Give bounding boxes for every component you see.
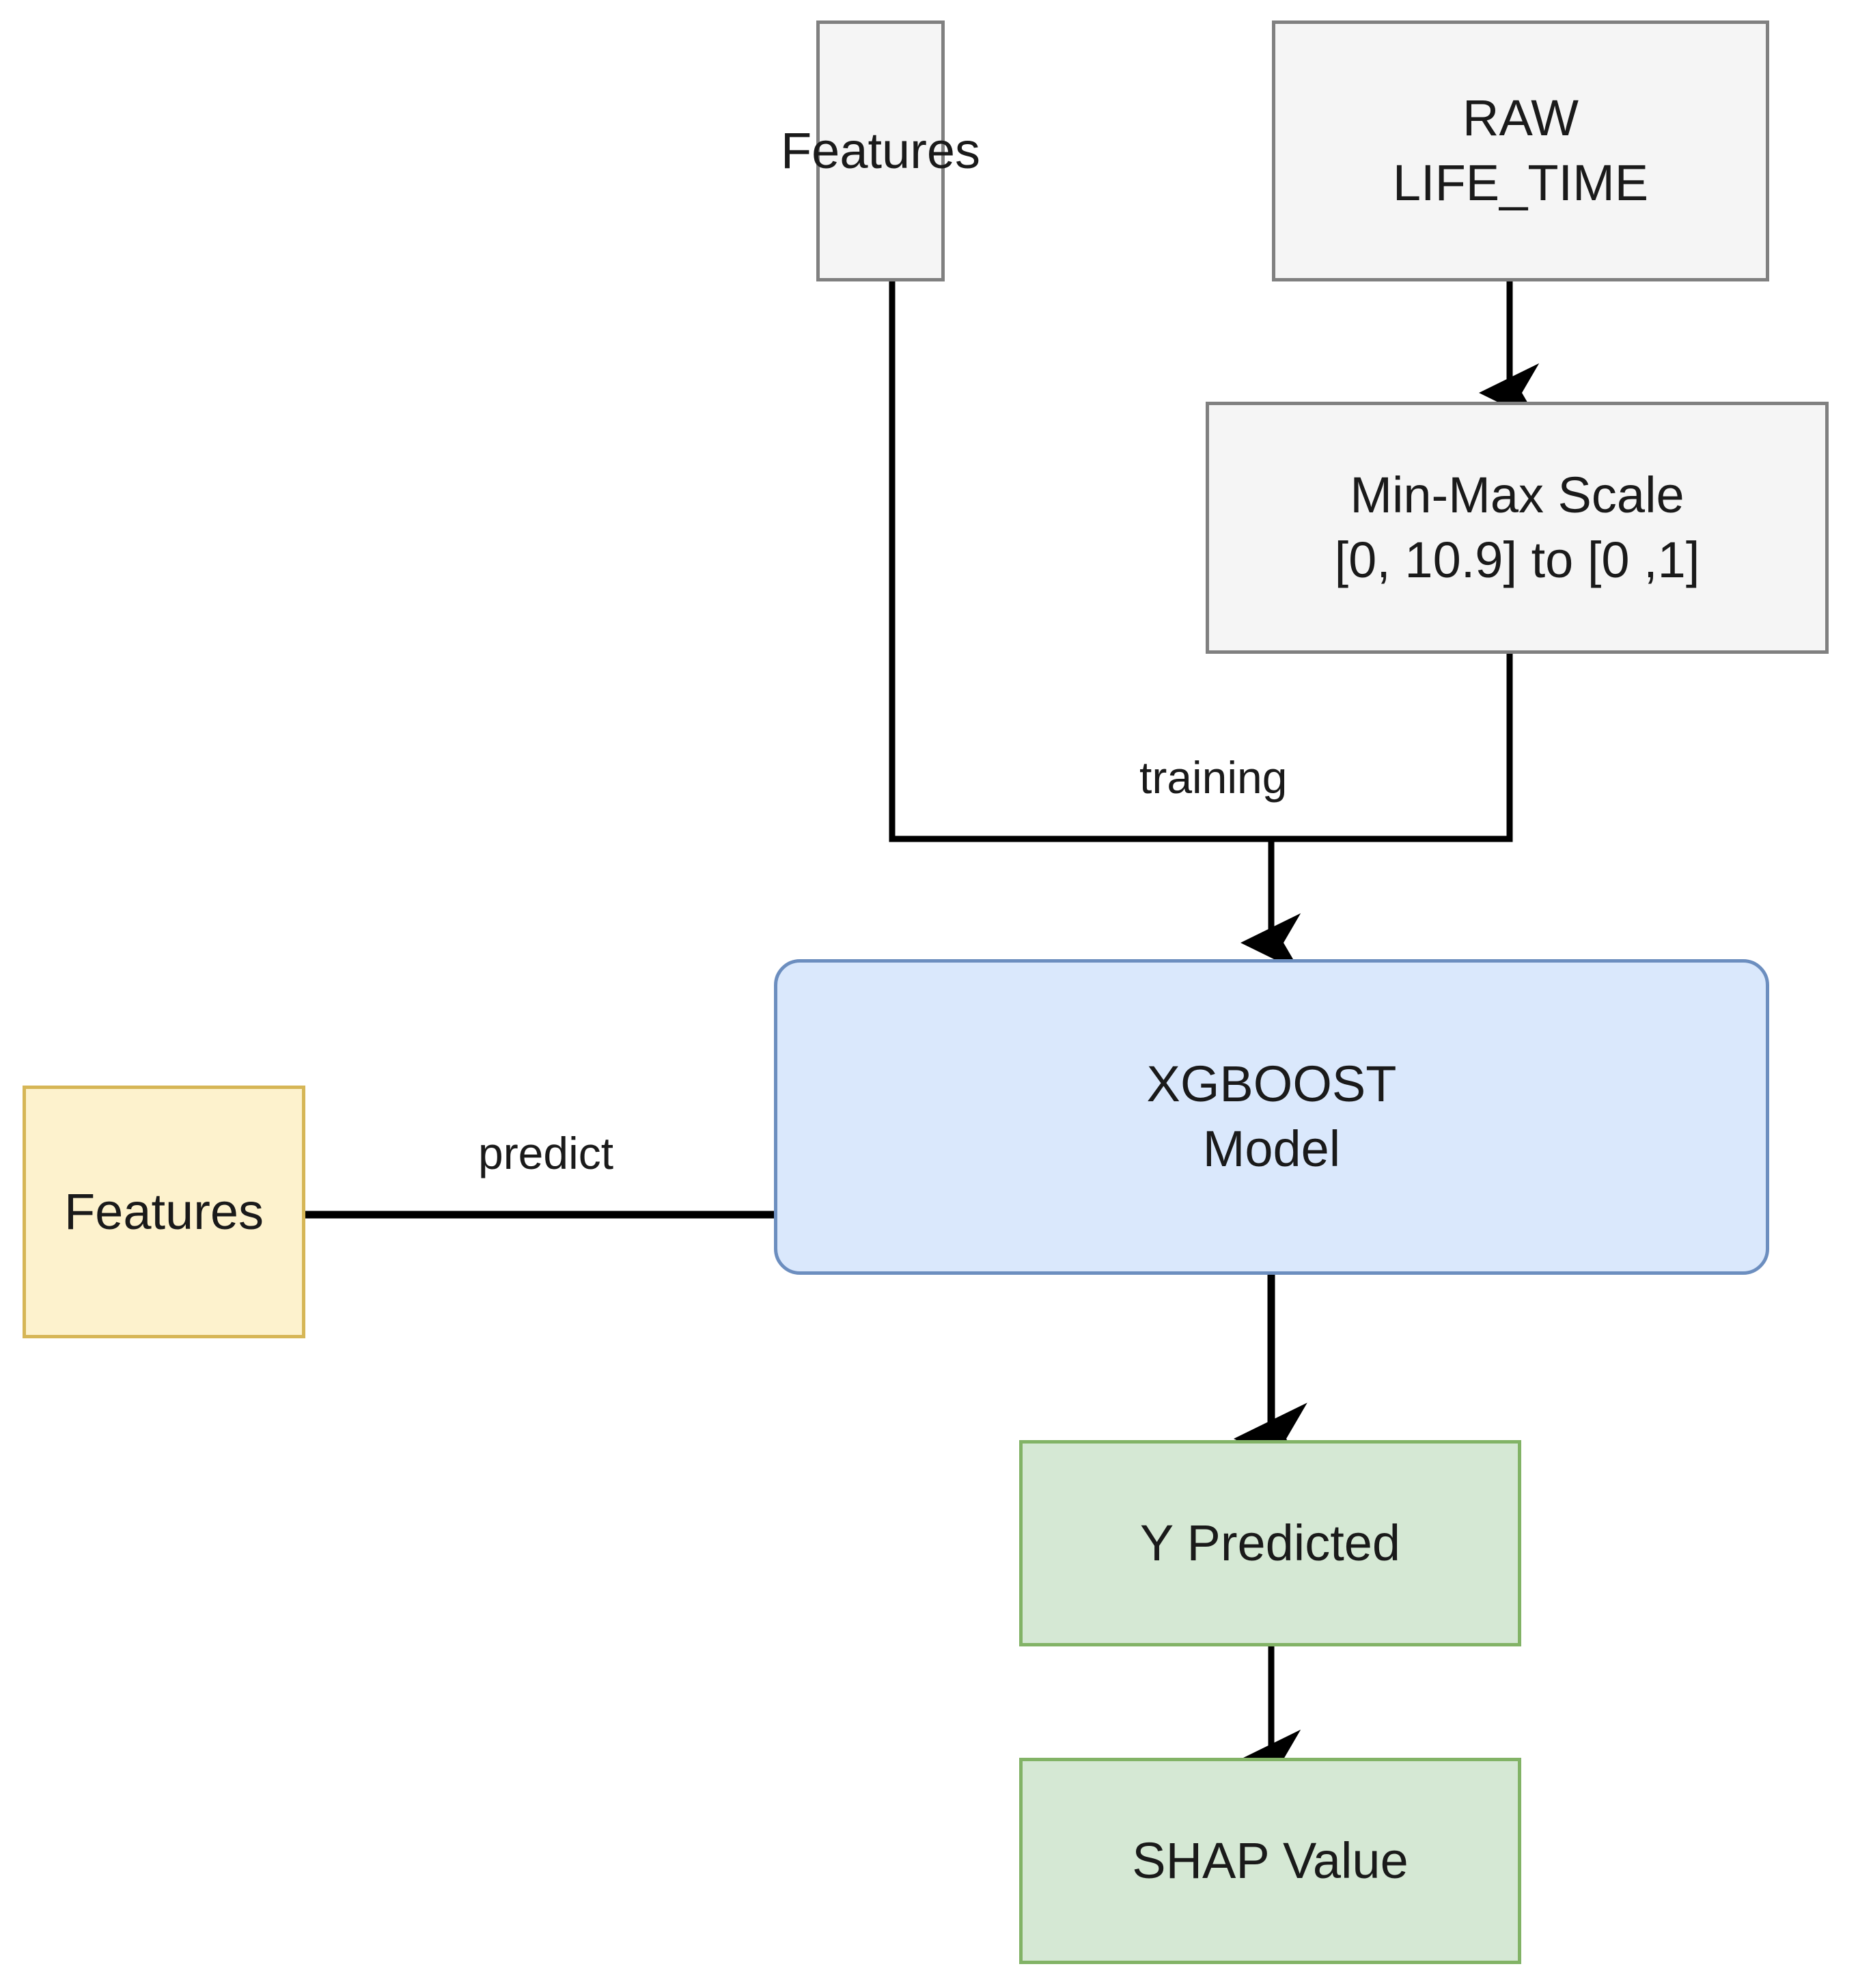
node-y-predicted[interactable]: Y Predicted [1019, 1440, 1521, 1646]
edge-label-training: training [1133, 750, 1294, 805]
node-min-max-scale[interactable]: Min-Max Scale [0, 10.9] to [0 ,1] [1206, 402, 1829, 654]
node-features-predict[interactable]: Features [23, 1086, 305, 1338]
node-raw-life-time[interactable]: RAW LIFE_TIME [1272, 20, 1769, 281]
node-features-training[interactable]: Features [781, 20, 980, 281]
edge-features-training [889, 281, 1271, 842]
edge-label-predict: predict [471, 1126, 621, 1181]
node-xgboost-model[interactable]: XGBOOST Model [774, 959, 1769, 1275]
edge-scale-to-junction [1271, 654, 1513, 842]
node-shap-value[interactable]: SHAP Value [1019, 1758, 1521, 1964]
